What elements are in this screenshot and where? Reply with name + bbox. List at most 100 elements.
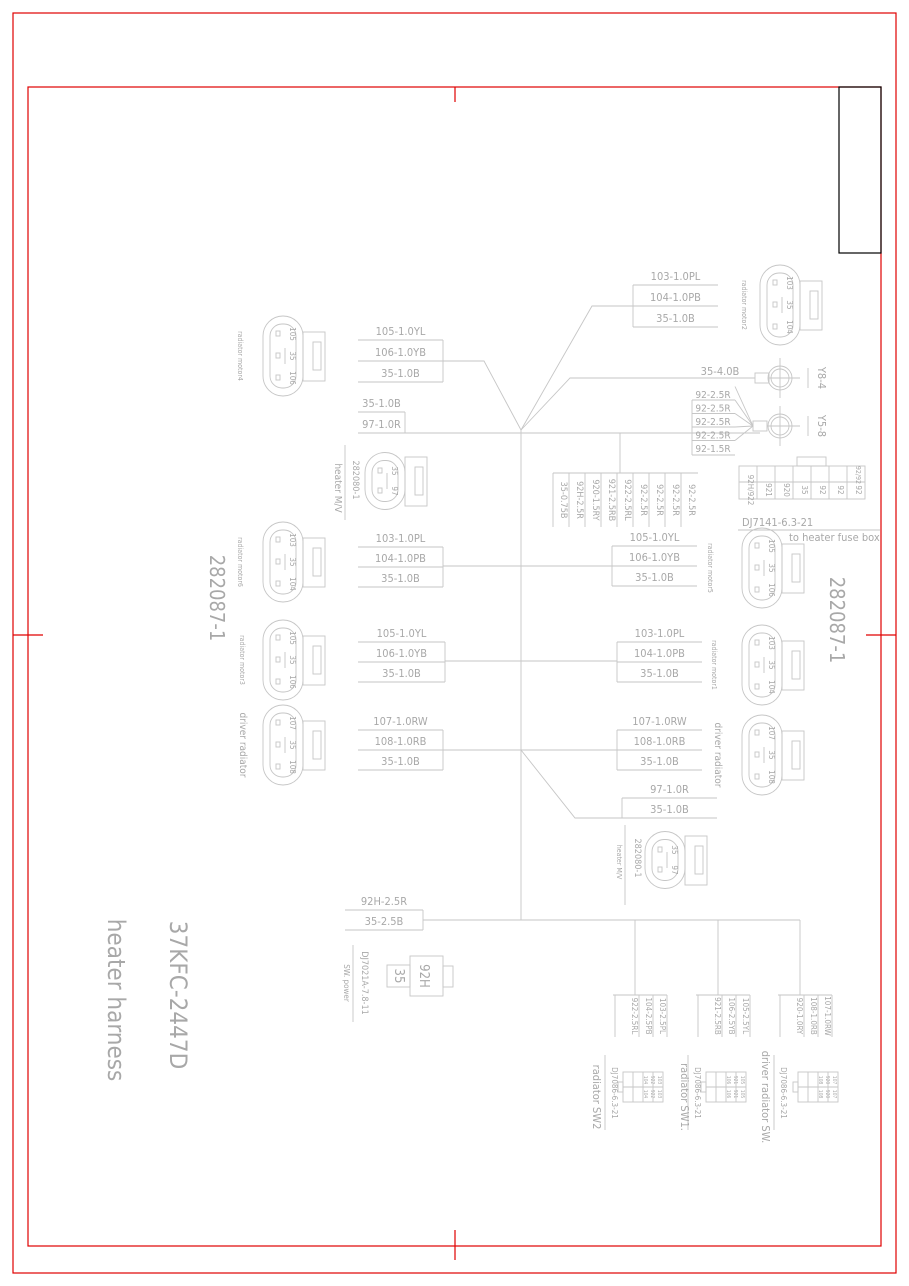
pin-label: 104 <box>785 320 794 334</box>
outline <box>371 460 399 502</box>
outline <box>781 730 805 781</box>
wire-line <box>734 413 754 427</box>
pin-label: 35 <box>288 351 297 360</box>
wire-label: 92-2.5R <box>638 484 648 516</box>
outline <box>791 740 801 770</box>
connector-label: heater M/V <box>615 845 623 880</box>
outline <box>738 465 866 500</box>
terminal-label: Y8-4 <box>815 366 828 389</box>
wire-label: 35-1.0B <box>382 667 421 680</box>
part-number: DJ7021A-7.8-11 <box>359 951 369 1015</box>
wire-label: 922-2.5RL <box>630 998 639 1035</box>
wire-line <box>734 425 754 441</box>
outline <box>617 1081 624 1093</box>
pin-label: 35 <box>288 655 297 664</box>
wire-line <box>734 399 754 427</box>
wire-label: 103-2.5PL <box>658 998 667 1034</box>
cavity-label: 920 <box>782 483 791 497</box>
pin-label: 35 <box>767 563 776 572</box>
outline <box>657 846 663 853</box>
outline <box>377 467 383 474</box>
pin-label: 35 <box>767 660 776 669</box>
terminal-label: Y5-8 <box>815 414 828 437</box>
outline <box>754 751 760 758</box>
cavity-label: 92 <box>818 485 827 494</box>
wire-label: 35-1.0B <box>640 755 679 768</box>
cavity-label: 920 <box>824 1076 830 1085</box>
connector-label: radiator SW2 <box>590 1065 603 1130</box>
outline <box>275 580 281 587</box>
connector-label: radiator motor2 <box>740 280 748 330</box>
connector-label: SW. power <box>342 964 351 1002</box>
cavity-label: 922 <box>649 1090 655 1099</box>
cavity-label: 107 <box>831 1090 837 1099</box>
outline <box>748 535 776 601</box>
wire-label: 105-1.0YL <box>376 325 426 338</box>
cavity-label: 921 <box>732 1076 738 1085</box>
pin-label: 35 <box>785 300 794 309</box>
pin-label: 105 <box>288 631 297 645</box>
part-number: DJ7086-6.3-21 <box>693 1067 702 1119</box>
wire-label: 92H-2.5R <box>361 895 407 908</box>
connector-motor3: 105 35 106 radiator motor3 <box>238 619 326 701</box>
wire-label: 104-1.0PB <box>650 291 701 304</box>
outline <box>644 831 686 889</box>
wire-label: 92-2.5R <box>654 484 664 516</box>
cavity-label: 106 <box>725 1076 731 1085</box>
wire-label: 106-1.0YB <box>376 647 427 660</box>
pin-label: 108 <box>288 760 297 774</box>
wire-label: 107-1.0RW <box>823 996 832 1036</box>
pin-label: 35 <box>767 750 776 759</box>
wire-label: 35-1.0B <box>640 667 679 680</box>
wire-label: 920-1.5RY <box>590 479 600 520</box>
outline <box>651 839 679 881</box>
outline <box>404 456 428 507</box>
outline <box>684 835 708 886</box>
pin-label: 106 <box>767 583 776 597</box>
outline <box>754 586 760 593</box>
part-number: 282080-1 <box>350 461 360 500</box>
cavity-label: 105 <box>739 1090 745 1099</box>
pin-label: 92H <box>416 964 431 988</box>
connector-label: radiator motor4 <box>236 331 244 381</box>
pin-label: 35 <box>288 557 297 566</box>
outline <box>781 640 805 691</box>
switch-radiator-sw2: 103-2.5PL104-2.5PB922-2.5RL1031039229221… <box>590 994 668 1130</box>
wire-line <box>734 425 754 428</box>
wire-label: 92-2.5R <box>695 404 730 415</box>
cavity-label: 921 <box>732 1090 738 1099</box>
pin-label: 104 <box>767 680 776 694</box>
connector-label: radiator motor5 <box>706 543 714 593</box>
outline <box>772 279 778 286</box>
outline <box>302 720 326 771</box>
outline <box>799 280 823 331</box>
outline <box>275 374 281 381</box>
drawing-title: heater harness <box>102 919 130 1082</box>
wire-label: 107-1.0RW <box>373 715 428 728</box>
pin-label: 105 <box>288 327 297 341</box>
part-number: 282080-1 <box>632 839 642 878</box>
cavity-label: 92H/922 <box>746 475 755 506</box>
outline <box>752 420 768 432</box>
cavity-label: 103 <box>656 1076 662 1085</box>
wire-label: 35-1.0B <box>381 572 420 585</box>
cavity-label: 92 <box>854 485 863 494</box>
pin-label: 106 <box>288 675 297 689</box>
outline <box>364 452 406 510</box>
connector-label: radiator motor3 <box>238 635 246 685</box>
outline <box>754 542 760 549</box>
outline <box>302 635 326 686</box>
wire-label: 105-1.0YL <box>630 531 680 544</box>
wire-label: 35-1.0B <box>635 571 674 584</box>
